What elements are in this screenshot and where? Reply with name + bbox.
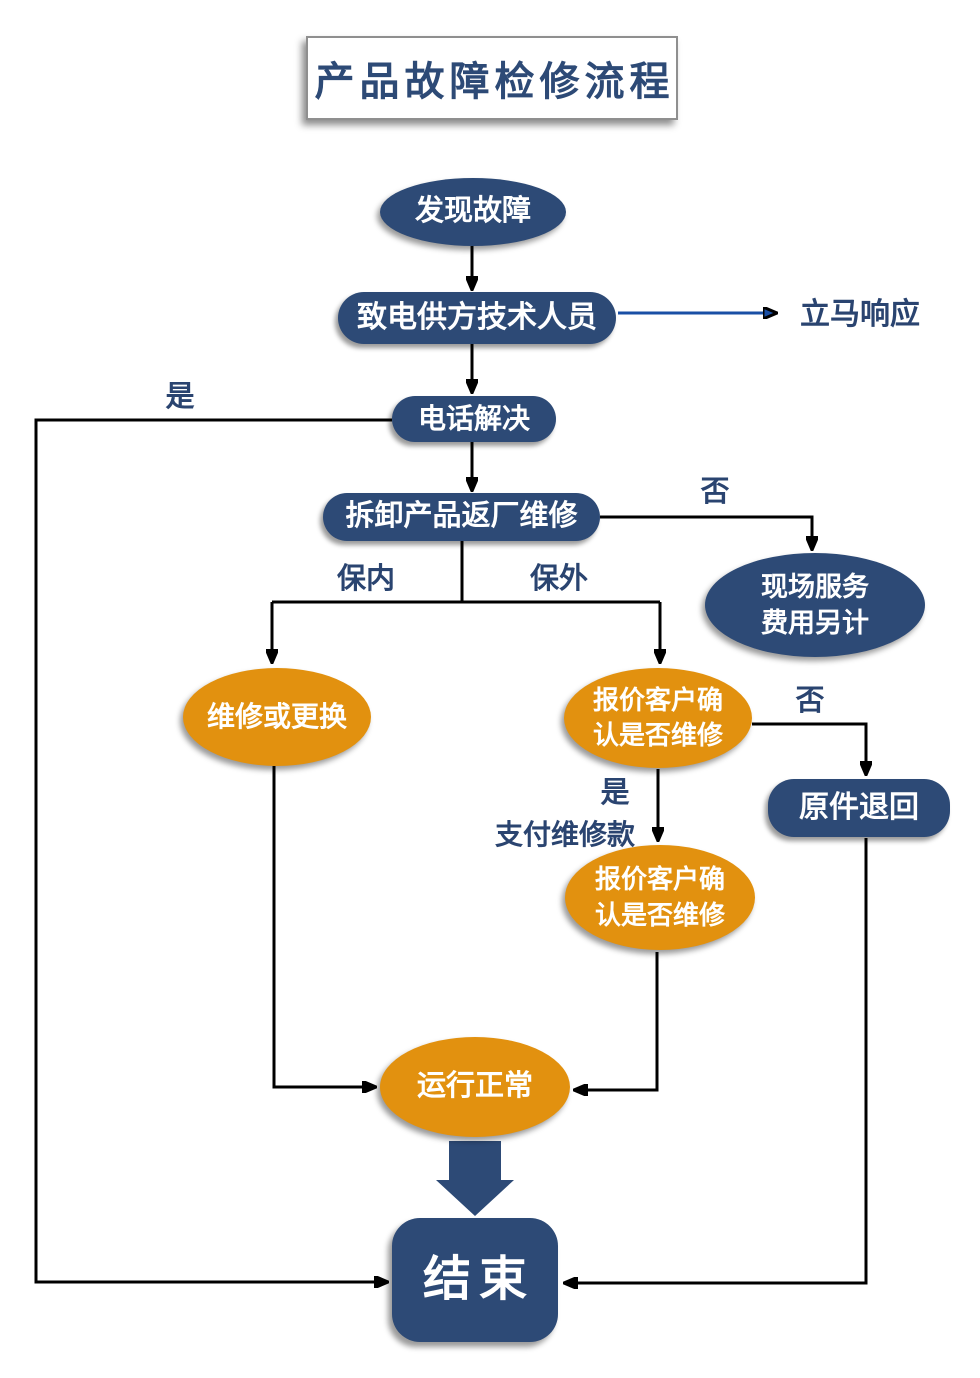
label-no-return: 否 (700, 476, 730, 508)
label-out-warranty: 保外 (529, 563, 588, 595)
edge-repair-to-running (272, 766, 375, 1087)
node-return-original: 原件退回 (768, 779, 950, 837)
label-yes-phone: 是 (165, 381, 195, 413)
big-down-arrow (436, 1141, 514, 1216)
label-no-quote: 否 (795, 685, 825, 717)
label-pay-repair-fee: 支付维修款 (494, 819, 635, 850)
node-quote-confirm-1: 报价客户确 认是否维修 (564, 668, 752, 768)
edge-phonesolve-yes-to-end (34, 418, 392, 1282)
node-discover-fault: 发现故障 (380, 178, 566, 246)
node-end: 结束 (392, 1218, 558, 1342)
edge-quote1-no-to-return-original (752, 722, 866, 774)
edge-return-original-to-end (565, 838, 868, 1283)
label-in-warranty: 保内 (336, 563, 395, 595)
node-quote-confirm-2: 报价客户确 认是否维修 (565, 845, 755, 950)
edge-returnfactory-branch-stem (272, 541, 660, 604)
edge-quote2-to-running (575, 952, 659, 1090)
node-onsite-service: 现场服务 费用另计 (705, 553, 925, 657)
edge-returnfactory-no-to-onsite (600, 515, 812, 549)
label-yes-quote: 是 (600, 777, 630, 809)
label-immediate-response: 立马响应 (800, 298, 920, 331)
node-repair-or-replace: 维修或更换 (183, 668, 371, 766)
node-return-factory: 拆卸产品返厂维修 (323, 493, 600, 541)
node-phone-solve: 电话解决 (392, 396, 556, 442)
node-call-supplier: 致电供方技术人员 (338, 292, 616, 344)
diagram-title: 产品故障检修流程 (306, 36, 678, 120)
node-running-normal: 运行正常 (380, 1037, 570, 1137)
